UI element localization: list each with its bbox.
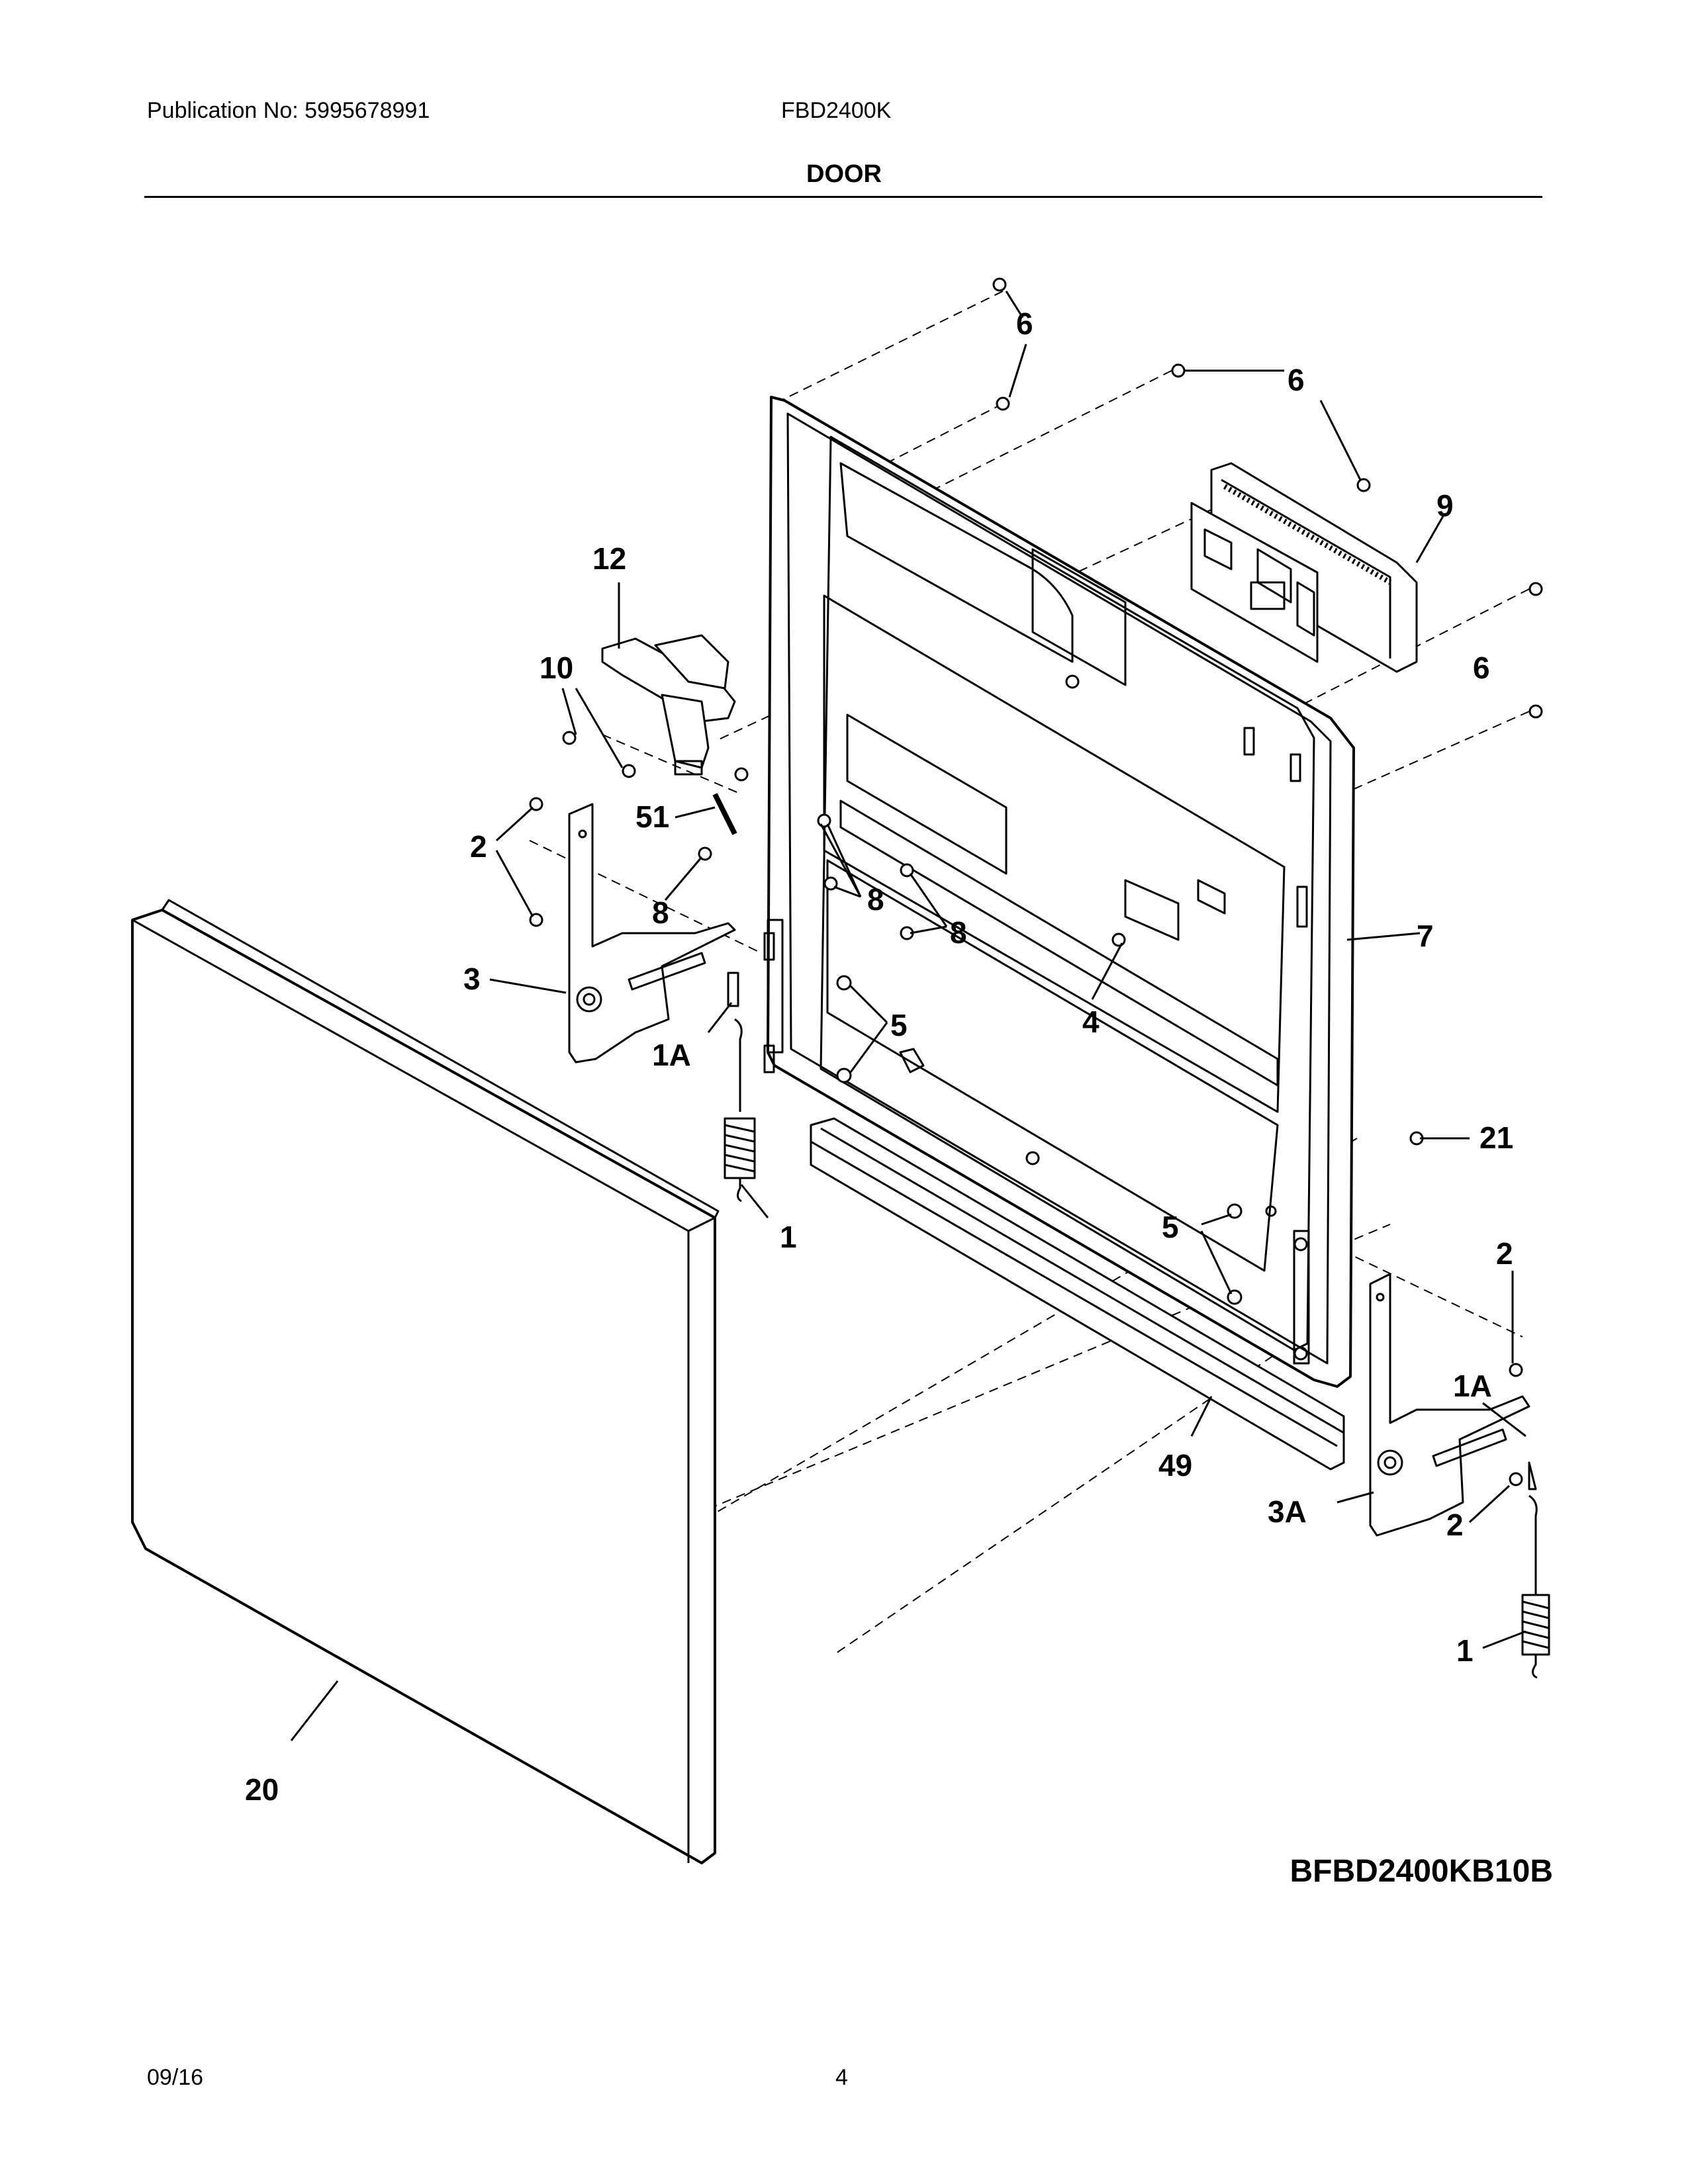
callout-3a: 3A (1268, 1494, 1307, 1529)
door-spring-left (724, 1018, 756, 1203)
callout-8: 8 (867, 882, 884, 917)
callout-8: 8 (950, 915, 967, 950)
header-rule (144, 196, 1542, 198)
control-panel-module (1190, 462, 1418, 673)
callout-6: 6 (1473, 651, 1490, 685)
callout-leader-lines (290, 291, 1526, 1741)
hardware-fasteners (529, 277, 1543, 1490)
publication-number: Publication No: 5995678991 (147, 98, 430, 123)
callout-2: 2 (470, 829, 487, 864)
callout-labels: 6 6 9 6 12 10 51 2 8 8 8 7 3 1A 5 4 21 1… (245, 306, 1513, 1807)
section-title: DOOR (806, 160, 882, 188)
callout-6: 6 (1016, 306, 1033, 341)
callout-1a: 1A (652, 1038, 691, 1072)
callout-4: 4 (1082, 1005, 1100, 1039)
diagram-code: BFBD2400KB10B (1289, 1854, 1553, 1889)
callout-8: 8 (652, 895, 669, 930)
callout-10: 10 (539, 651, 573, 685)
callout-51: 51 (635, 799, 669, 834)
page-number: 4 (835, 2065, 848, 2090)
callout-5: 5 (890, 1008, 908, 1042)
hinge-arm-right (1369, 1273, 1530, 1537)
callout-2: 2 (1496, 1236, 1513, 1271)
bottom-trim-strip (810, 1117, 1345, 1471)
callout-1: 1 (1456, 1633, 1474, 1668)
callout-9: 9 (1436, 488, 1454, 523)
publication-date: 09/16 (147, 2065, 204, 2090)
callout-1: 1 (780, 1220, 797, 1254)
callout-6: 6 (1288, 363, 1305, 397)
door-spring-right (1521, 1494, 1550, 1679)
callout-21: 21 (1479, 1120, 1513, 1155)
callout-49: 49 (1158, 1448, 1192, 1482)
callout-7: 7 (1417, 919, 1434, 953)
door-latch-assembly (601, 634, 736, 776)
model-number: FBD2400K (781, 98, 892, 123)
callout-12: 12 (592, 541, 626, 576)
callout-2: 2 (1446, 1508, 1464, 1542)
outer-door-panel (131, 899, 720, 1864)
hinge-arm-left (568, 803, 736, 1064)
callout-3: 3 (463, 962, 481, 996)
callout-20: 20 (245, 1772, 279, 1807)
inner-door-panel (763, 396, 1355, 1388)
callout-1a: 1A (1453, 1369, 1492, 1403)
callout-5: 5 (1162, 1210, 1179, 1244)
